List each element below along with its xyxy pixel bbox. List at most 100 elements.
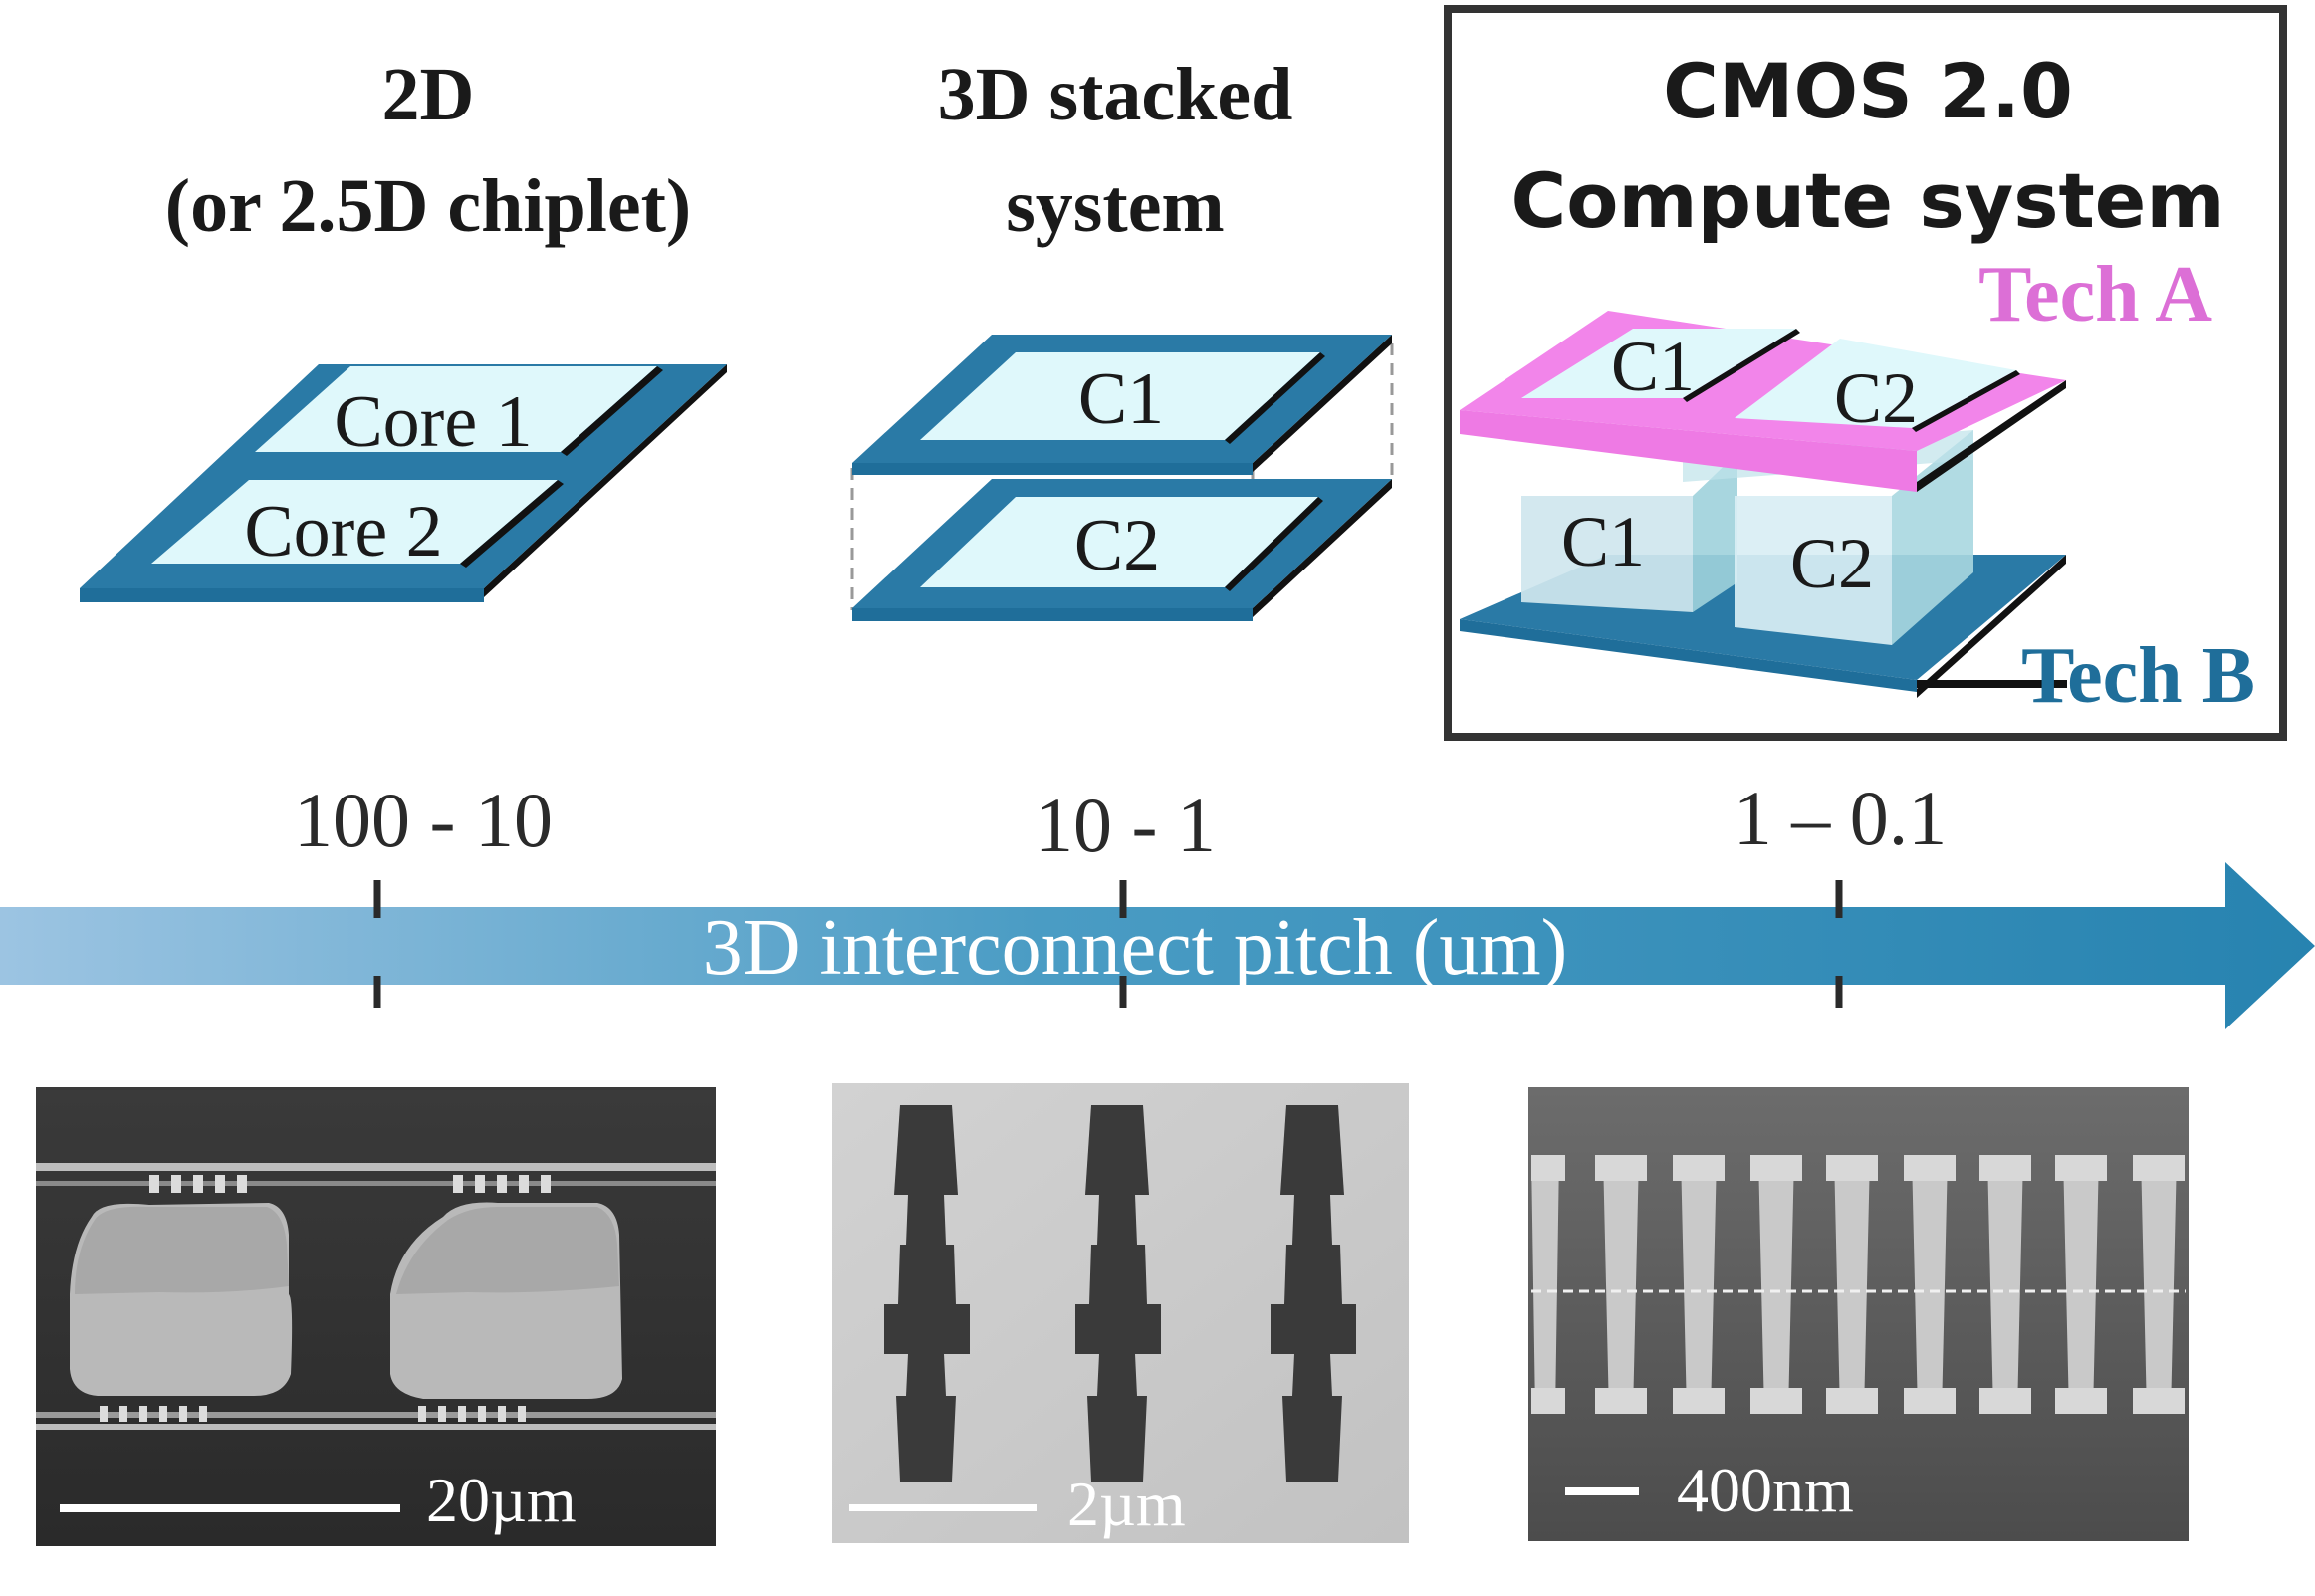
via-column-1 (884, 1105, 970, 1482)
via-neck (1097, 1195, 1137, 1245)
cap (1595, 1388, 1647, 1414)
column-2d: 2D (or 2.5D chiplet) Core 1 Core 2 (80, 53, 727, 602)
core2-die (151, 480, 558, 564)
b-side (1917, 680, 2067, 688)
top-c2-die (1735, 339, 2016, 428)
top-pad-line (36, 1163, 716, 1171)
pad (100, 1406, 108, 1422)
via-mid (898, 1245, 956, 1304)
micrograph-fine: 400nm (1528, 1087, 2189, 1541)
pad (199, 1406, 207, 1422)
cap (1979, 1155, 2031, 1181)
cap (2133, 1388, 2185, 1414)
via-neck2 (1097, 1354, 1137, 1396)
lower-c2-label: C2 (1790, 524, 1874, 603)
scale-bar-400nm (1565, 1487, 1639, 1495)
pad (497, 1175, 507, 1193)
pad (453, 1175, 463, 1193)
tech-a-label: Tech A (1978, 251, 2212, 339)
via-mid (1089, 1245, 1147, 1304)
title-cmos-line1: CMOS 2.0 (1663, 47, 2073, 135)
lower-c1-label: C1 (1561, 502, 1645, 581)
pillar (2063, 1155, 2099, 1414)
pillar (1531, 1155, 1559, 1414)
lower-pads (100, 1406, 526, 1422)
scale-label-20um: 20µm (426, 1465, 577, 1535)
cap (1979, 1388, 2031, 1414)
pad (139, 1406, 147, 1422)
pad (518, 1406, 526, 1422)
scale-label-2um: 2µm (1067, 1469, 1186, 1539)
bump-1-top (75, 1206, 289, 1294)
cap (1904, 1388, 1956, 1414)
pad (159, 1406, 167, 1422)
b-right-side (1917, 555, 2066, 698)
via-bottom (1282, 1396, 1342, 1482)
top-pad-line2 (36, 1181, 716, 1186)
c2-edge (1225, 497, 1323, 591)
cap (1826, 1388, 1878, 1414)
title-3d-line2: system (1006, 164, 1225, 248)
cap (2133, 1155, 2185, 1181)
cap (1673, 1155, 1725, 1181)
column-3d-stacked: 3D stacked system C1 C2 (850, 53, 1394, 621)
cap (1904, 1155, 1956, 1181)
via-mid (1284, 1245, 1342, 1304)
title-3d-line1: 3D stacked (938, 53, 1293, 136)
via-top (1085, 1105, 1149, 1195)
a-right-side (1917, 380, 2066, 492)
top-c1-edge (1683, 329, 1800, 402)
pillar (1758, 1155, 1794, 1414)
pad (179, 1406, 187, 1422)
pillar (2141, 1155, 2177, 1414)
cap (1826, 1155, 1878, 1181)
tech-a-layer: C1 C2 (1460, 311, 2066, 492)
via-top (894, 1105, 958, 1195)
top-front (852, 463, 1253, 475)
cap (2055, 1388, 2107, 1414)
pillar (1834, 1155, 1870, 1414)
pad (171, 1175, 181, 1193)
c2-die (920, 497, 1318, 587)
pad (418, 1406, 426, 1422)
pad (193, 1175, 203, 1193)
via-bottom (1087, 1396, 1147, 1482)
cap (2055, 1155, 2107, 1181)
lower-c1-side (1693, 453, 1737, 612)
axis-label: 3D interconnect pitch (um) (703, 904, 1568, 992)
chip-2d: Core 1 Core 2 (80, 364, 727, 602)
core2-edge (460, 480, 564, 568)
title-cmos-line2: Compute system (1510, 156, 2224, 245)
via-flange (884, 1304, 970, 1354)
lower-c2-front (1735, 496, 1892, 645)
cap (1595, 1155, 1647, 1181)
pitch-axis: 100 - 10 10 - 1 1 – 0.1 3D interconnect … (0, 775, 2315, 1029)
scale-bar-20um (60, 1504, 400, 1512)
lower-c1-front (1521, 496, 1693, 612)
title-2d-line2: (or 2.5D chiplet) (165, 164, 691, 248)
pad (149, 1175, 159, 1193)
tick-label-2: 10 - 1 (1035, 782, 1216, 868)
core1-label: Core 1 (334, 381, 532, 463)
bottom-pad-line (36, 1412, 716, 1418)
via-neck2 (1292, 1354, 1332, 1396)
via-column-3 (1271, 1105, 1356, 1482)
pillar-array (1531, 1155, 2177, 1414)
pad (478, 1406, 486, 1422)
pillar-caps (1531, 1155, 2185, 1414)
stacked-top-die: C1 (852, 335, 1392, 475)
via-neck2 (906, 1354, 946, 1396)
stacked-bottom-die: C2 (852, 479, 1392, 621)
core1-die (255, 366, 657, 452)
via-column-2 (1075, 1105, 1161, 1482)
tech-b-label: Tech B (2021, 632, 2255, 720)
top-c1-label: C1 (1611, 327, 1695, 406)
pad (475, 1175, 485, 1193)
cap (1673, 1388, 1725, 1414)
cap (1750, 1155, 1802, 1181)
top-c2-edge (1912, 370, 2020, 432)
upper-pads (149, 1175, 551, 1193)
b-front (1460, 619, 1917, 692)
tick-label-1: 100 - 10 (294, 777, 553, 863)
